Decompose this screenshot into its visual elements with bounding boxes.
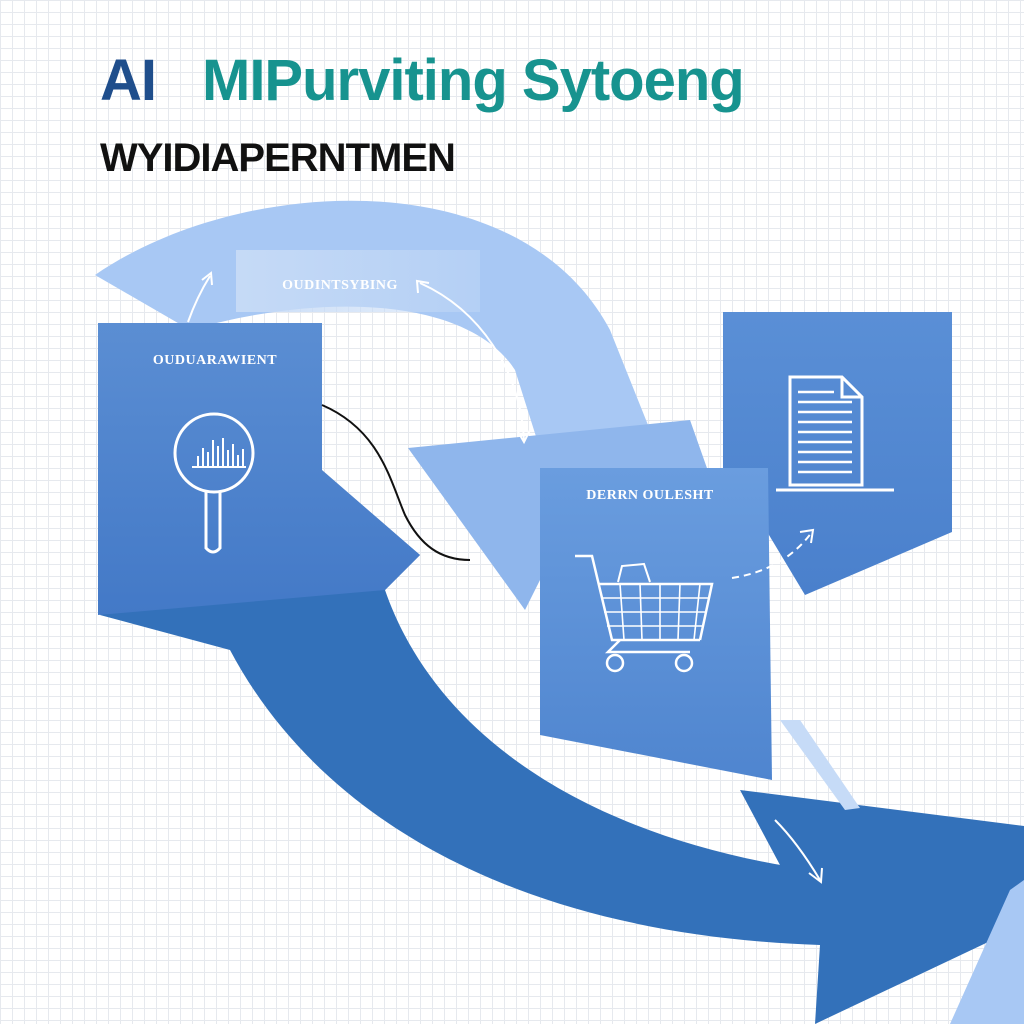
document-icon [776,375,894,492]
flow-arrow-up-left [187,271,213,323]
left-card [98,323,420,615]
flow-arrow-curve-top [415,279,531,445]
page-subtitle: WYIDIAPERNTMEN [100,136,456,180]
flow-arrow-bottom [774,819,823,884]
left-card-label: OUDUARAWIENT [153,353,277,368]
title-main: MIPurviting Sytoeng [202,48,745,113]
light-arch-arrow [95,200,650,465]
center-card-label: DERRN OULESHT [586,488,714,503]
title-prefix: AI [100,48,157,113]
connector-line [321,404,471,561]
dark-curved-arrow [100,470,1024,1024]
center-card [540,468,772,780]
light-streak-corner [950,880,1024,1024]
light-streak-lower [780,720,860,810]
shopping-cart-icon [575,554,714,673]
top-label-box [236,250,480,312]
top-label: OUDINTSYBING [282,278,398,293]
right-card [723,312,952,595]
flow-arrow-right [731,528,815,579]
magnifier-chart-icon [173,412,255,554]
